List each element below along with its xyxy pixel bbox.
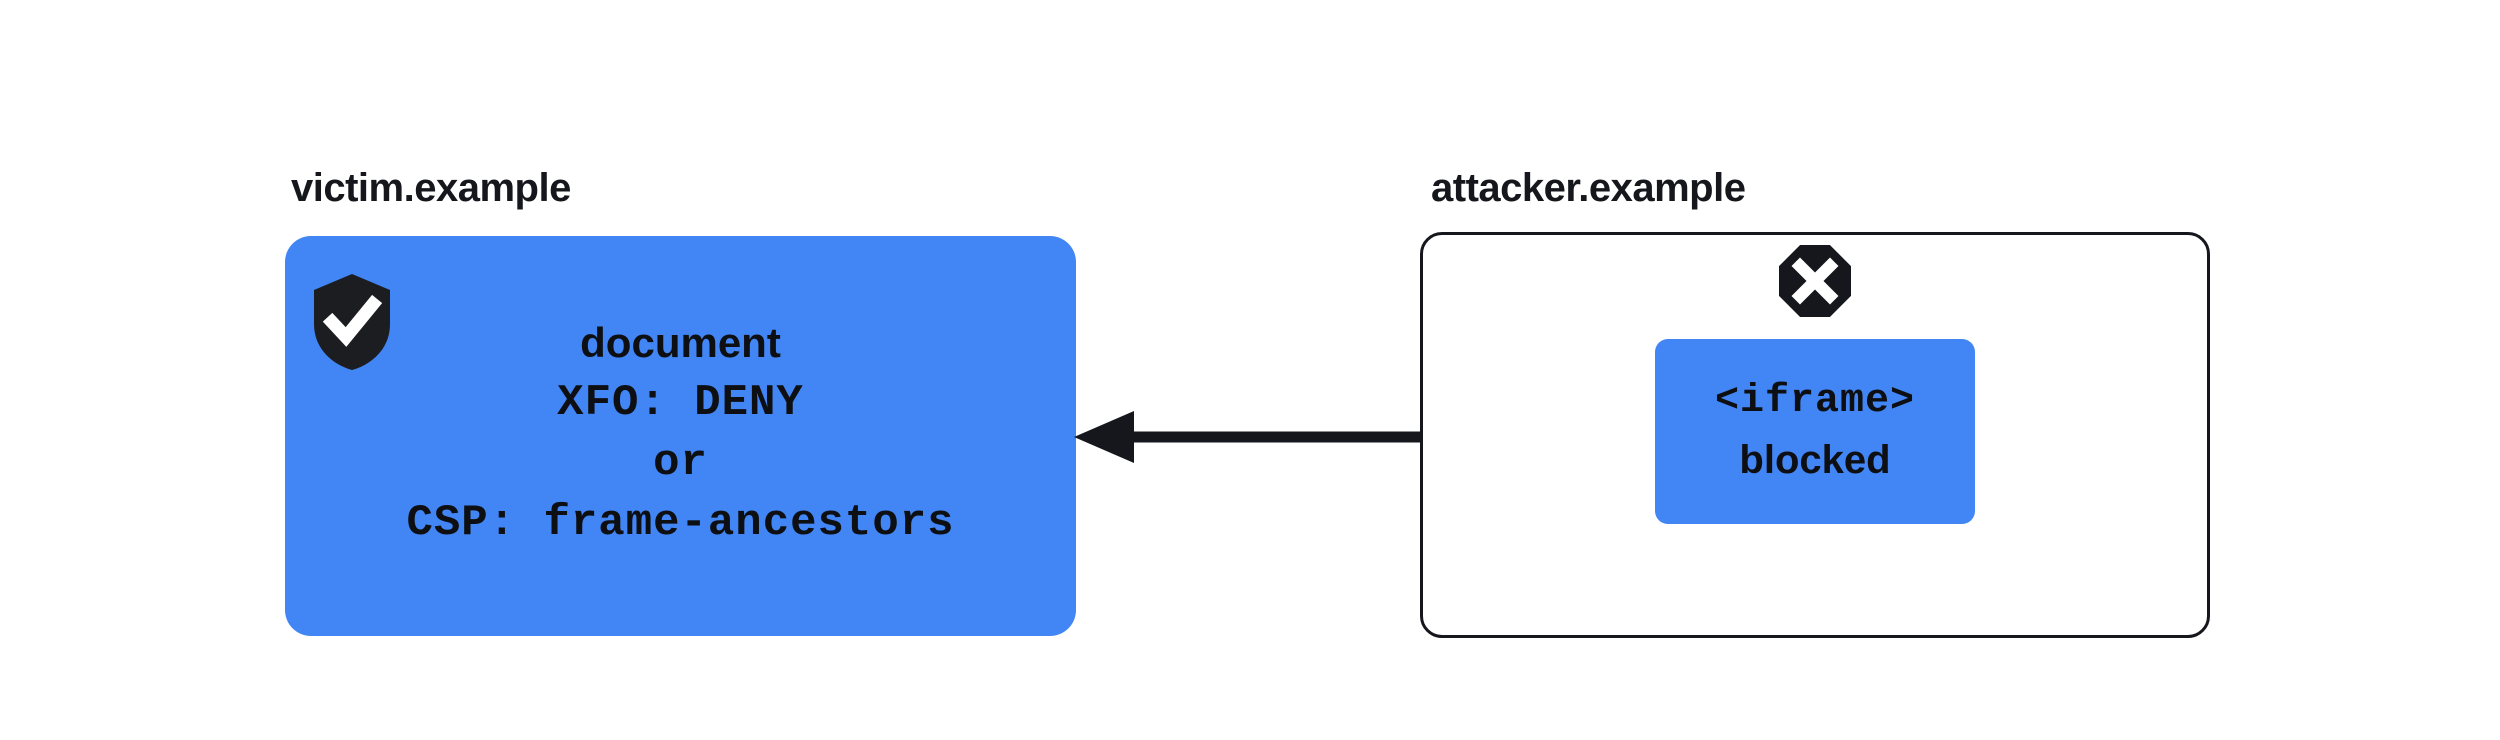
victim-line-csp: CSP: frame-ancestors [406, 498, 955, 548]
victim-policy-text: document XFO: DENY or CSP: frame-ancesto… [285, 319, 1076, 548]
blocked-iframe-text: <iframe> blocked [1655, 379, 1975, 482]
victim-origin-label: victim.example [291, 166, 571, 210]
iframe-tag-label: <iframe> [1714, 379, 1916, 424]
victim-line-xfo: XFO: DENY [557, 378, 804, 428]
iframe-status-label: blocked [1739, 438, 1891, 482]
victim-line-or: or [653, 438, 708, 488]
shield-check-icon [312, 272, 392, 372]
attacker-origin-label: attacker.example [1431, 166, 1746, 210]
victim-document-panel [285, 236, 1076, 636]
blocked-iframe-box [1655, 339, 1975, 524]
victim-line-document: document [580, 319, 781, 366]
octagon-x-icon [1779, 245, 1851, 317]
